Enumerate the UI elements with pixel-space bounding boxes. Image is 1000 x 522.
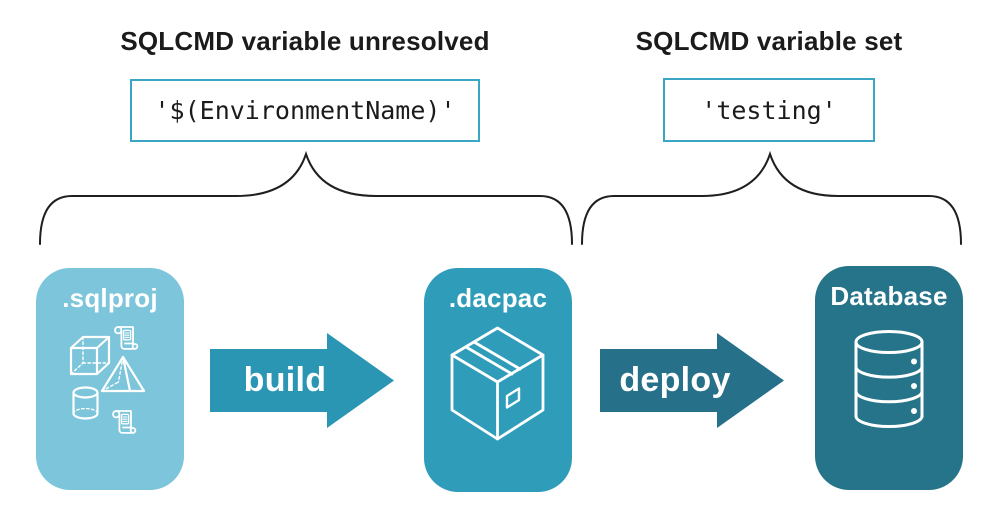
cube-icon xyxy=(69,335,111,376)
unresolved-heading: SQLCMD variable unresolved xyxy=(120,26,490,56)
node-database: Database xyxy=(815,266,963,490)
deploy-phase-brace xyxy=(581,150,962,245)
deploy-arrow-label: deploy xyxy=(619,361,731,399)
sql-objects-icon xyxy=(69,326,146,434)
node-sqlproj-label: .sqlproj xyxy=(62,283,158,313)
node-sqlproj: .sqlproj xyxy=(36,268,184,490)
script-scroll-icon xyxy=(112,410,137,434)
set-code-text: 'testing' xyxy=(701,95,837,125)
deploy-arrow-icon xyxy=(600,333,784,428)
build-phase-brace xyxy=(39,150,573,245)
cylinder-icon xyxy=(72,386,99,420)
script-scroll-icon xyxy=(114,326,139,350)
node-dacpac: .dacpac xyxy=(424,268,572,492)
node-dacpac-label: .dacpac xyxy=(448,283,548,313)
pyramid-icon xyxy=(100,355,146,393)
unresolved-code-box: '$(EnvironmentName)' xyxy=(130,79,480,142)
package-box-icon xyxy=(450,326,545,441)
unresolved-code-text: '$(EnvironmentName)' xyxy=(154,96,456,125)
set-code-box: 'testing' xyxy=(663,78,875,142)
build-arrow-icon xyxy=(210,333,394,428)
node-database-label: Database xyxy=(830,281,948,311)
set-heading: SQLCMD variable set xyxy=(635,26,903,56)
database-cylinder-icon xyxy=(854,330,924,428)
build-arrow-label: build xyxy=(243,361,327,399)
